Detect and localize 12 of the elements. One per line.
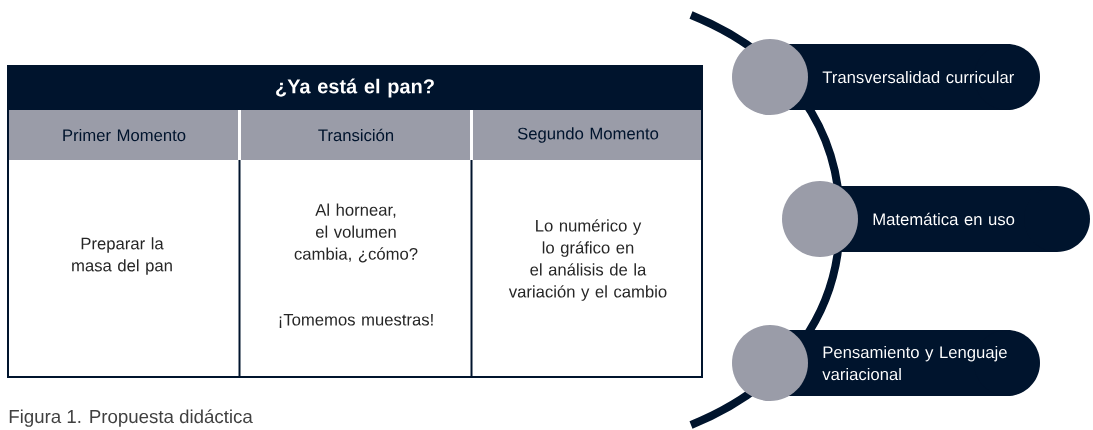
- cell-text: Al hornear, el volumen cambia, ¿cómo?: [294, 203, 418, 263]
- caption: Figura 1. Propuesta didáctica: [9, 409, 253, 427]
- column-header: Segundo Momento: [517, 127, 659, 143]
- column-header: Transición: [318, 128, 394, 142]
- table-title: ¿Ya está el pan?: [276, 78, 434, 98]
- cell-text: ¡Tomemos muestras!: [279, 313, 433, 329]
- pill-box: Transversalidad curricular: [732, 39, 1040, 115]
- column-header: Primer Momento: [63, 128, 186, 142]
- cell-text: Lo numérico y lo gráfico en el análisis de la variación y el cambio: [508, 219, 667, 301]
- pill-box: Pensamiento y Lenguaje variacional: [732, 325, 1040, 401]
- cell-text: Preparar la masa del pan: [72, 237, 172, 275]
- pill-box: Matemática en uso: [782, 181, 1090, 257]
